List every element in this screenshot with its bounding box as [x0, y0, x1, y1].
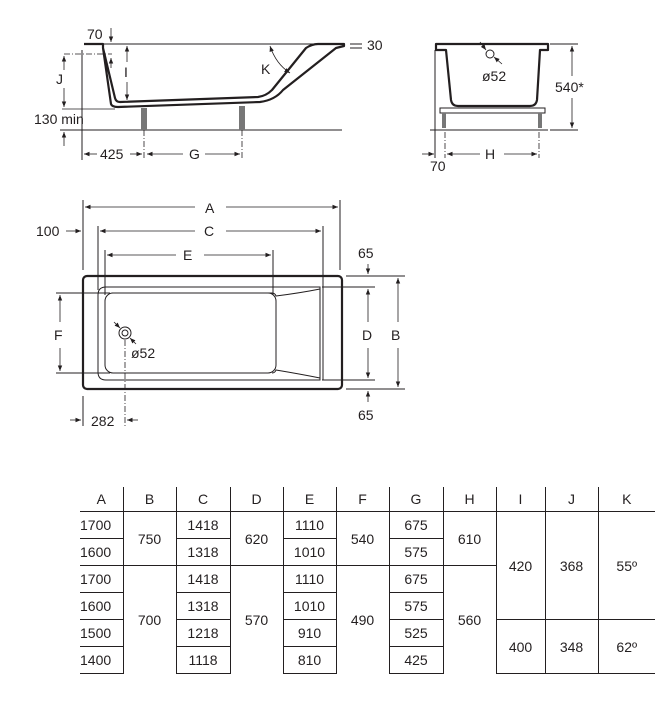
cell-A: 1600: [80, 538, 123, 566]
header-J: J: [544, 487, 598, 512]
cell-F: 540: [335, 511, 389, 566]
cell-G: 525: [388, 619, 443, 647]
plan-view: ø52 A C 100 E 65 D 65 B: [36, 200, 405, 429]
cell-E: 1010: [282, 538, 336, 566]
dim-E-label: E: [183, 247, 192, 263]
drain-icon: [485, 49, 495, 59]
cell-C: 1418: [175, 511, 230, 539]
dim-H-label: H: [485, 146, 495, 162]
header-G: G: [388, 487, 443, 512]
dim-70-rim: 70: [87, 26, 103, 42]
cell-C: 1418: [175, 565, 230, 593]
table-row: 1600 1318 1010 575: [80, 592, 655, 620]
header-A: A: [80, 487, 123, 512]
table-header-row: A B C D E F G H I J K: [80, 487, 655, 512]
side-view: 30 70 J I K 130 min 425 G: [34, 26, 383, 162]
cell-A: 1400: [80, 646, 123, 674]
plan-drain-label: ø52: [131, 345, 155, 361]
cell-B: 700: [122, 565, 176, 674]
tub-side-profile: [84, 42, 346, 109]
table-row: 1400 1118 810 425: [80, 646, 655, 674]
dim-K-label: K: [261, 61, 271, 77]
header-E: E: [282, 487, 336, 512]
cell-E: 810: [282, 646, 336, 674]
dim-540: 540*: [555, 79, 584, 95]
dim-70-end: 70: [430, 158, 446, 174]
cell-C: 1318: [175, 538, 230, 566]
dim-65-top: 65: [358, 245, 374, 261]
end-drain-label: ø52: [482, 68, 506, 84]
cell-E: 910: [282, 619, 336, 647]
table-row: 1500 1218 910 525 400 348 62º: [80, 619, 655, 674]
cell-D: 570: [229, 565, 283, 674]
dim-I-label: I: [124, 64, 128, 80]
plan-drain-icon: [118, 326, 132, 340]
cell-B: 750: [122, 511, 176, 566]
header-K: K: [597, 487, 655, 512]
cell-I: 400: [495, 619, 545, 674]
header-F: F: [335, 487, 389, 512]
tub-outline: [81, 274, 344, 391]
cell-G: 575: [388, 592, 443, 620]
cell-K: 55º: [597, 511, 655, 620]
dim-130-min: 130 min: [34, 111, 84, 127]
dim-B-label: B: [391, 327, 400, 343]
dim-G-label: G: [189, 146, 200, 162]
dim-C-label: C: [204, 223, 214, 239]
leg-1: [141, 108, 147, 130]
cell-G: 675: [388, 565, 443, 593]
dim-425: 425: [100, 146, 124, 162]
tub-end-profile: [434, 42, 550, 108]
table-row: 1700 700 1418 570 1110 490 675 560: [80, 565, 655, 674]
cell-C: 1218: [175, 619, 230, 647]
dim-A-label: A: [205, 200, 215, 216]
cell-J: 368: [544, 511, 598, 620]
dimensions-table: A B C D E F G H I J K 1700 750 1418 620 …: [80, 487, 655, 674]
cell-G: 575: [388, 538, 443, 566]
cell-H: 560: [442, 565, 496, 674]
dim-30: 30: [367, 37, 383, 53]
cell-I: 420: [495, 511, 545, 620]
header-C: C: [175, 487, 230, 512]
leg-2: [239, 106, 245, 130]
cell-D: 620: [229, 511, 283, 566]
cell-A: 1700: [80, 565, 123, 593]
cell-A: 1500: [80, 619, 123, 647]
header-H: H: [442, 487, 496, 512]
cell-H: 610: [442, 511, 496, 566]
cell-E: 1010: [282, 592, 336, 620]
dim-282: 282: [91, 413, 115, 429]
cell-E: 1110: [282, 511, 336, 539]
header-B: B: [122, 487, 176, 512]
dim-100: 100: [36, 223, 60, 239]
dim-D-label: D: [362, 327, 372, 343]
cell-F: 490: [335, 565, 389, 674]
end-view: ø52 540* 70 H: [422, 41, 584, 174]
dim-J-label: J: [56, 71, 63, 87]
cell-G: 425: [388, 646, 443, 674]
cell-A: 1700: [80, 511, 123, 539]
basin-outline: [104, 292, 277, 374]
header-I: I: [495, 487, 545, 512]
header-D: D: [229, 487, 283, 512]
cell-C: 1318: [175, 592, 230, 620]
table-row: 1700 750 1418 620 1110 540 675 610 420 3…: [80, 511, 655, 620]
cell-C: 1118: [175, 646, 230, 674]
dim-65-bottom: 65: [358, 407, 374, 423]
cell-G: 675: [388, 511, 443, 539]
dim-F-label: F: [54, 327, 63, 343]
cell-K: 62º: [597, 619, 655, 674]
cell-A: 1600: [80, 592, 123, 620]
cell-J: 348: [544, 619, 598, 674]
table-row: 1600 1318 1010 575: [80, 538, 655, 566]
cell-E: 1110: [282, 565, 336, 593]
